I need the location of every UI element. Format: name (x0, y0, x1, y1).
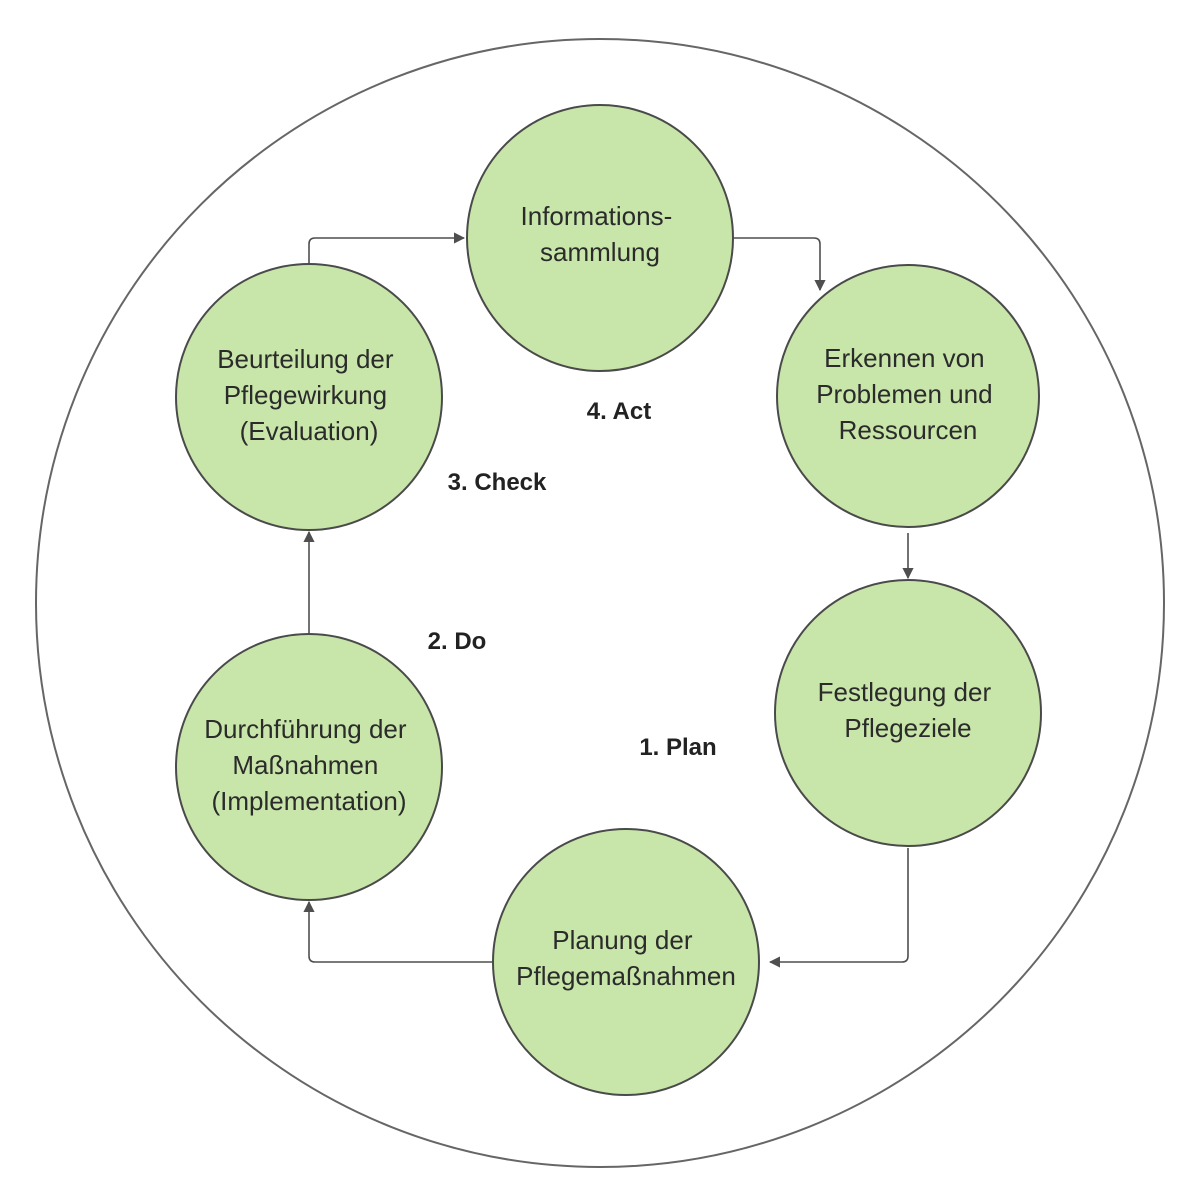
node-durchfuehrung: Durchführung der Maßnahmen (Implementati… (175, 633, 443, 901)
svg-text:Informations- sammlung: Informations- sammlung (521, 201, 680, 267)
node-erkennen: Erkennen von Problemen und Ressourcen (776, 264, 1040, 528)
phase-label-act: 4. Act (587, 398, 651, 425)
node-durchfuehrung-line-1: Durchführung der (204, 714, 407, 744)
arrow-informationssammlung-to-erkennen (733, 237, 826, 292)
arrow-planung-to-durchfuehrung (303, 900, 492, 963)
node-durchfuehrung-line-3: (Implementation) (211, 786, 406, 816)
node-planung-line-2: Pflegemaßnahmen (516, 961, 736, 991)
svg-text:Erkennen von Problemen u: Erkennen von Problemen und Ressourcen (816, 343, 1000, 445)
node-planung: Planung der Pflegemaßnahmen (492, 828, 760, 1096)
phase-label-plan: 1. Plan (639, 734, 716, 761)
node-beurteilung-line-1: Beurteilung der (217, 344, 394, 374)
node-beurteilung-line-2: Pflegewirkung (224, 380, 387, 410)
svg-text:Beurteilung der Pflegewi: Beurteilung der Pflegewirkung (Evaluatio… (217, 344, 401, 446)
node-festlegung-line-2: Pflegeziele (844, 713, 971, 743)
node-festlegung: Festlegung der Pflegeziele (774, 579, 1042, 847)
arrow-beurteilung-to-informationssammlung (308, 232, 466, 264)
node-planung-line-1: Planung der (552, 925, 693, 955)
arrow-festlegung-to-planung (768, 848, 909, 968)
svg-text:Durchführung der Maßnahm: Durchführung der Maßnahmen (Implementati… (204, 714, 414, 816)
node-informationssammlung: Informations- sammlung (466, 104, 734, 372)
node-festlegung-line-1: Festlegung der (818, 677, 992, 707)
node-informationssammlung-line-1: Informations- (521, 201, 673, 231)
phase-label-do: 2. Do (428, 628, 487, 655)
svg-text:Planung der Pflegemaßnah: Planung der Pflegemaßnahmen (516, 925, 736, 991)
node-beurteilung-line-3: (Evaluation) (240, 416, 379, 446)
node-erkennen-line-3: Ressourcen (839, 415, 978, 445)
phase-label-check: 3. Check (448, 469, 547, 496)
node-durchfuehrung-line-2: Maßnahmen (232, 750, 378, 780)
node-erkennen-line-2: Problemen und (816, 379, 992, 409)
node-informationssammlung-line-2: sammlung (540, 237, 660, 267)
node-beurteilung: Beurteilung der Pflegewirkung (Evaluatio… (175, 263, 443, 531)
node-erkennen-line-1: Erkennen von (824, 343, 984, 373)
svg-text:Festlegung der Pflegezie: Festlegung der Pflegeziele (818, 677, 999, 743)
